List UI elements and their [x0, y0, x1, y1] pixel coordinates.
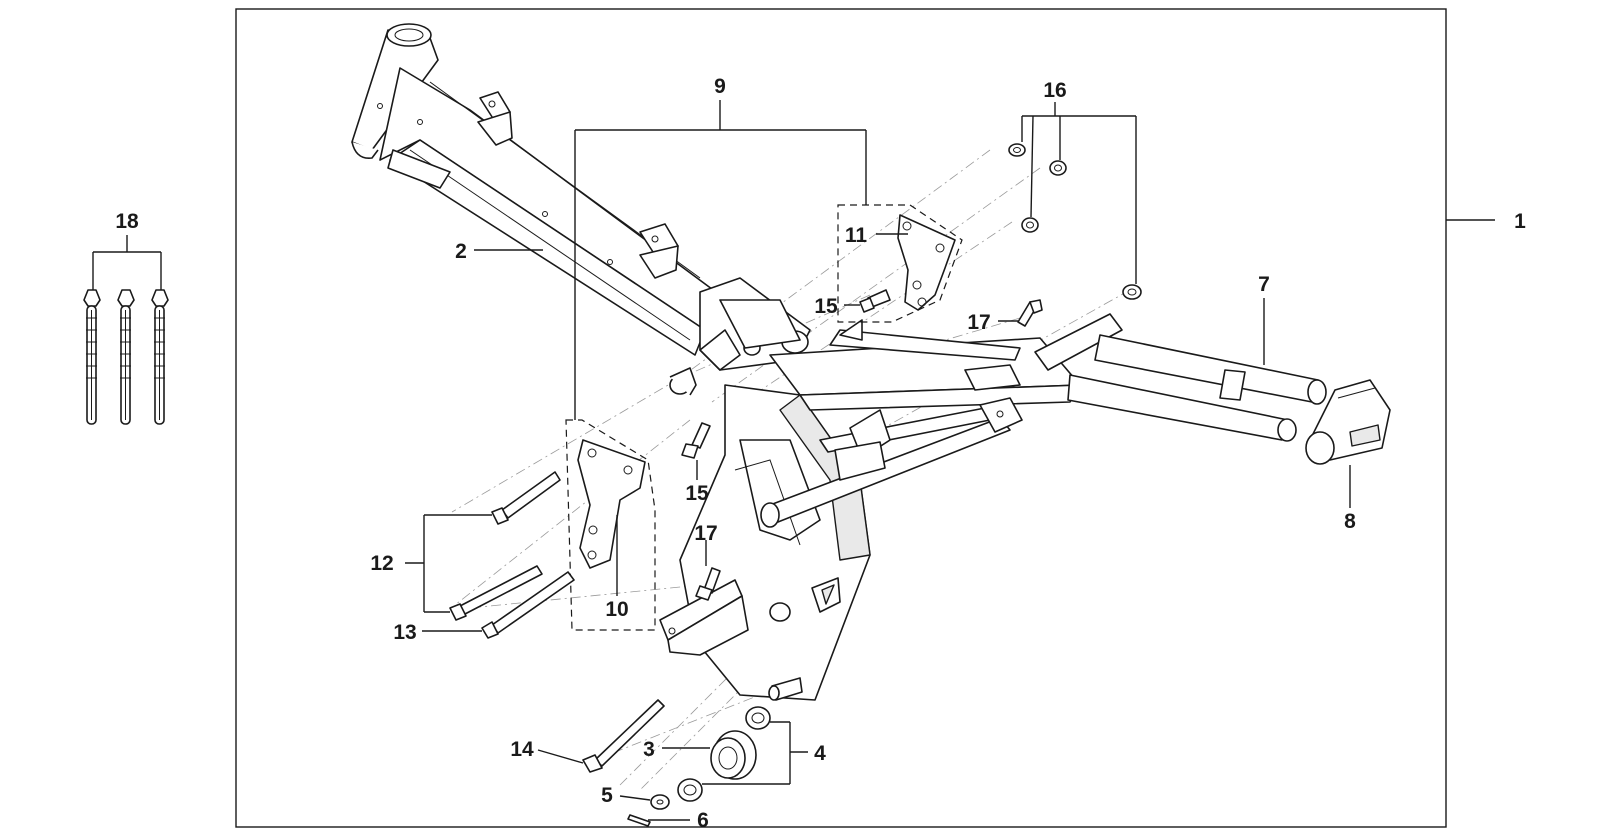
cable-tie: [117, 289, 135, 425]
bolt-14: [582, 699, 665, 773]
pin-6: [627, 814, 651, 827]
cable-tie: [83, 289, 101, 425]
nut: [1122, 284, 1142, 300]
assembly-border: [235, 8, 1447, 828]
bolt-17-lower: [695, 567, 721, 601]
rear-subframe: [760, 313, 1327, 528]
callout-3: 3: [643, 738, 655, 761]
nuts-16: [1008, 143, 1142, 300]
bolt-17-upper: [1017, 299, 1043, 327]
bolt-15-upper: [859, 289, 891, 313]
callout-18: 18: [115, 210, 139, 233]
bolt-13: [481, 571, 575, 639]
callout-8: 8: [1344, 510, 1356, 533]
callout-10: 10: [605, 598, 628, 621]
callout-12: 12: [370, 552, 393, 575]
end-cap: [1305, 379, 1391, 465]
bearing-4-lower: [677, 778, 703, 802]
leader-lines: [92, 100, 1495, 821]
washer-5: [650, 794, 670, 810]
nut: [1049, 160, 1067, 176]
callout-16: 16: [1043, 79, 1066, 102]
callout-15-upper: 15: [814, 295, 838, 318]
nut: [1021, 217, 1039, 233]
callout-9: 9: [714, 75, 726, 98]
cable-tie: [151, 289, 169, 425]
nut: [1008, 143, 1026, 157]
bracket-11: [837, 204, 963, 323]
bolt-12-lower: [449, 565, 543, 621]
bracket-10: [565, 419, 656, 631]
callout-labels: 1 2 3 4 5 6 7 8 9 10 11 12 13 14 15 15 1…: [115, 75, 1526, 832]
bolt-15-lower: [681, 422, 711, 459]
callout-7: 7: [1258, 273, 1270, 296]
callout-17-upper: 17: [967, 311, 990, 334]
callout-5: 5: [601, 784, 613, 807]
callout-13: 13: [393, 621, 416, 644]
callout-1: 1: [1514, 210, 1526, 233]
cable-ties-18: [83, 289, 169, 425]
callout-14: 14: [510, 738, 534, 761]
pivot-bushing-3: [710, 730, 757, 780]
main-frame: [351, 23, 871, 701]
bearing-4-upper: [745, 706, 771, 730]
callout-11: 11: [845, 224, 868, 247]
callout-4: 4: [814, 742, 826, 765]
callout-15-lower: 15: [685, 482, 709, 505]
bolt-12-upper: [491, 471, 561, 525]
callout-2: 2: [455, 240, 467, 263]
callout-6: 6: [697, 809, 709, 832]
callout-17-lower: 17: [694, 522, 717, 545]
